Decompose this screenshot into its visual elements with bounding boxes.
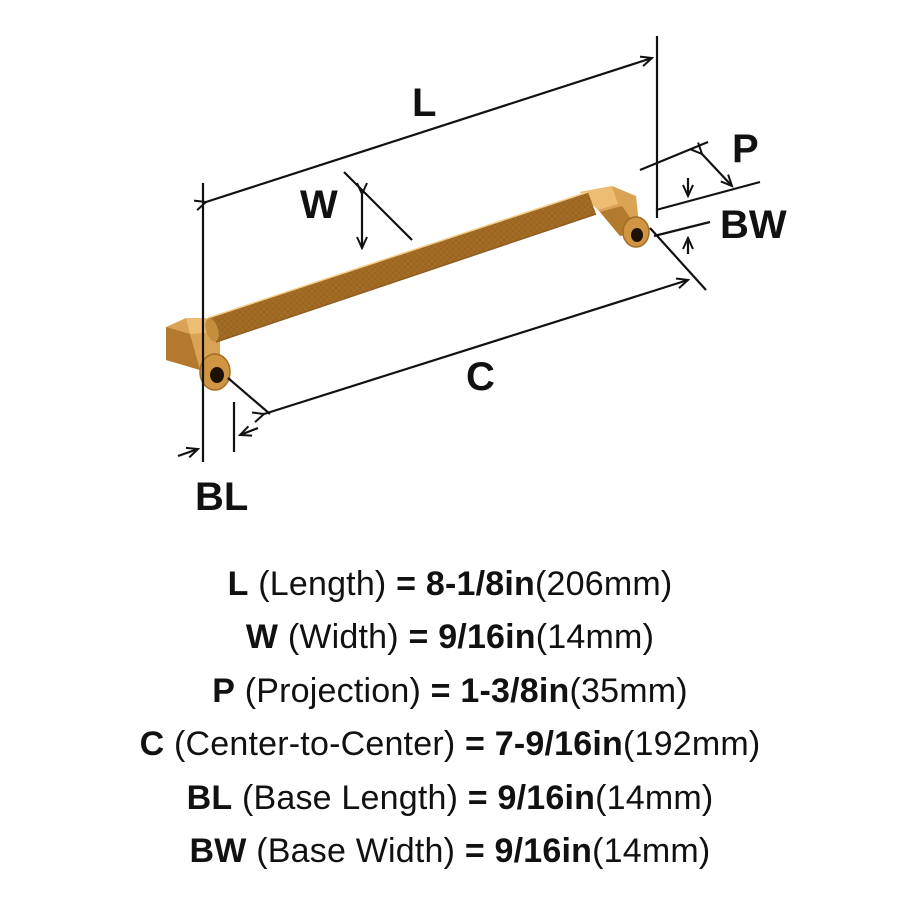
dimension-line-p: [702, 154, 732, 186]
spec-row-base-width: BW (Base Width) = 9/16in(14mm): [189, 832, 711, 871]
extension-line-p-top: [639, 140, 709, 172]
spec-row-length: L (Length) = 8-1/8in(206mm): [227, 565, 673, 603]
dimension-arrow-bl-right: [240, 428, 259, 435]
label-c: C: [466, 355, 495, 399]
label-bw: BW: [720, 203, 787, 247]
label-p: P: [732, 127, 759, 171]
knurled-bar: [205, 191, 597, 343]
spec-row-width: W (Width) = 9/16in(14mm): [245, 618, 655, 657]
spec-row-center-to-center: C (Center-to-Center) = 7-9/16in(192mm): [139, 725, 761, 764]
dimension-lines: [177, 36, 761, 462]
dimension-diagram: L W P BW C BL: [166, 36, 787, 519]
spec-row-base-length: BL (Base Length) = 9/16in(14mm): [186, 778, 714, 817]
spec-row-projection: P (Projection) = 1-3/8in(35mm): [212, 671, 688, 710]
extension-line-p-bottom: [655, 180, 761, 212]
extension-line-c-right: [649, 227, 707, 291]
extension-line-w-top: [343, 171, 413, 241]
dimension-line-l: [206, 58, 652, 202]
spec-list: L (Length) = 8-1/8in(206mm) W (Width) = …: [0, 558, 900, 878]
dimension-arrow-bl-left: [177, 449, 198, 456]
cabinet-pull-illustration: [166, 186, 650, 391]
label-bl: BL: [195, 475, 248, 519]
label-l: L: [412, 81, 436, 125]
dimension-line-c: [264, 280, 688, 414]
label-w: W: [300, 183, 338, 227]
extension-line-bw-bottom: [653, 220, 711, 238]
